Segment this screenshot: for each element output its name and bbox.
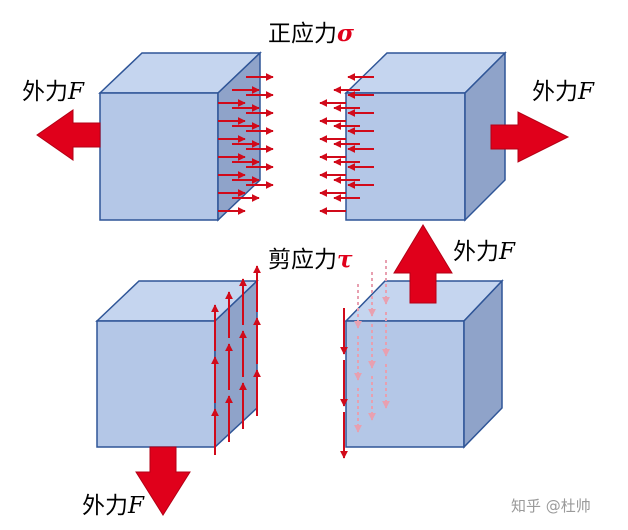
force-arrow-down-icon — [135, 446, 191, 516]
cube-bottom-left — [95, 279, 259, 449]
force-arrow-left-icon — [36, 109, 101, 161]
shear-stress-arrows-up — [211, 265, 261, 455]
cube-front-face — [99, 92, 219, 221]
external-force-label-left: 外力F — [22, 72, 84, 106]
cube-top-left — [98, 51, 262, 222]
force-symbol: F — [499, 239, 515, 265]
normal-stress-arrows-left — [319, 73, 374, 215]
force-arrow-up-icon — [393, 224, 453, 304]
force-symbol: F — [578, 79, 594, 105]
normal-stress-arrows-right — [218, 73, 274, 215]
shear-stress-label: 剪应力τ — [268, 240, 352, 274]
force-text: 外力 — [532, 79, 578, 105]
force-text: 外力 — [453, 239, 499, 265]
normal-stress-text: 正应力 — [268, 21, 337, 47]
cube-side-face — [464, 51, 506, 222]
normal-stress-label: 正应力σ — [268, 14, 354, 48]
watermark: 知乎 @杜帅 — [511, 497, 591, 515]
cube-side-face — [463, 279, 503, 449]
external-force-label-up: 外力F — [453, 232, 515, 266]
cube-bottom-right — [344, 279, 504, 449]
sigma-symbol: σ — [337, 20, 354, 47]
shear-stress-text: 剪应力 — [268, 247, 337, 273]
force-text: 外力 — [82, 493, 128, 519]
shear-stress-arrows-down — [340, 260, 390, 459]
external-force-label-right: 外力F — [532, 72, 594, 106]
force-symbol: F — [68, 79, 84, 105]
force-text: 外力 — [22, 79, 68, 105]
tau-symbol: τ — [337, 246, 353, 273]
external-force-label-down: 外力F — [82, 486, 144, 520]
force-arrow-right-icon — [490, 111, 570, 163]
cube-front-face — [345, 320, 465, 448]
cube-front-face — [96, 320, 216, 448]
cube-top-right — [344, 51, 507, 222]
force-symbol: F — [128, 493, 144, 519]
